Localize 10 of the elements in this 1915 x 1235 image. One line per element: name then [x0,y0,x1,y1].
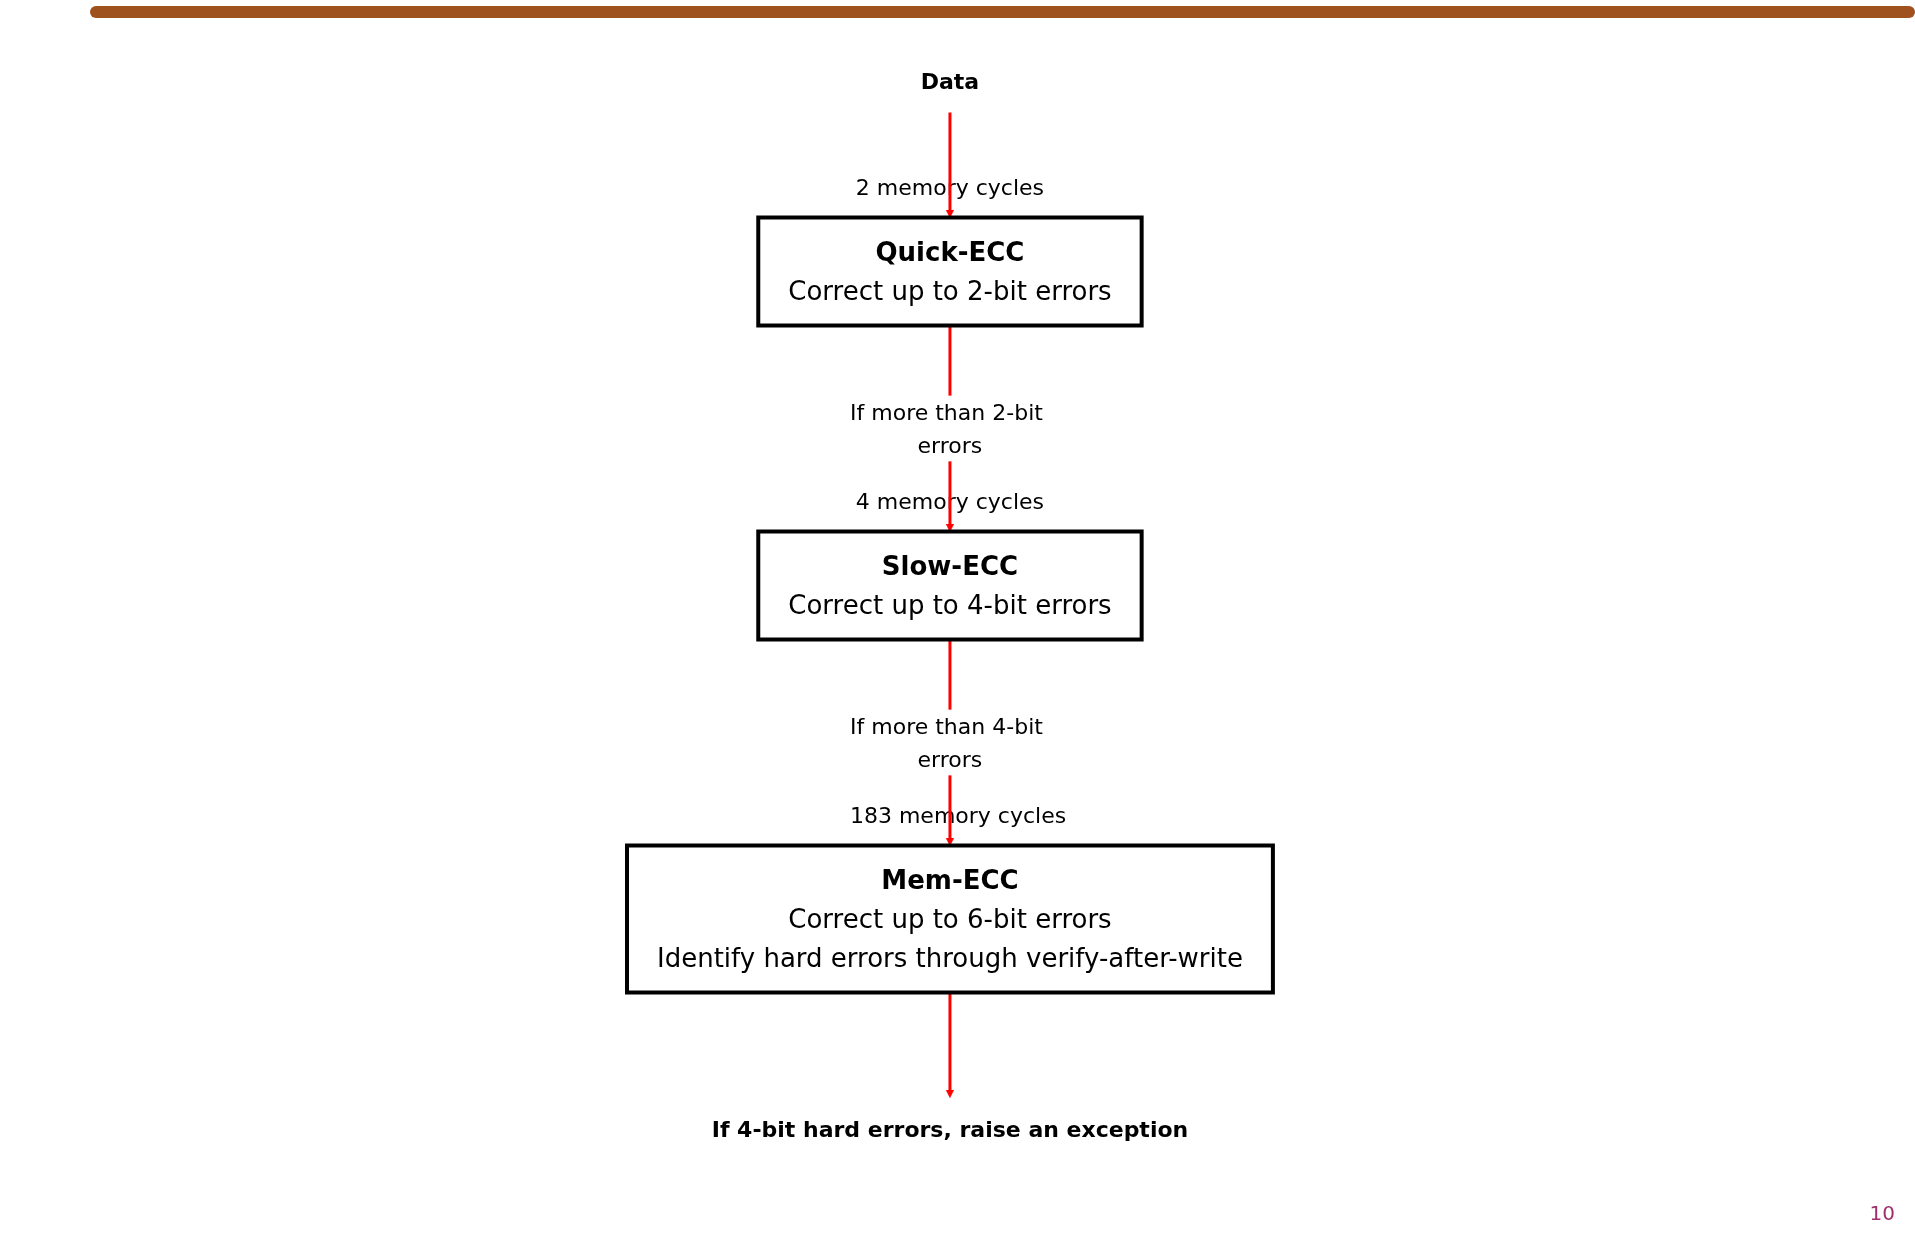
node-box: Mem-ECC Correct up to 6-bit errors Identify hard errors through verify-after-write [625,843,1275,995]
edge-label: If more than 2-bit errors [850,399,1043,458]
node-box: Slow-ECC Correct up to 4-bit errors [756,529,1144,642]
node-text: Data [920,68,980,94]
arrow [945,112,955,218]
edge-label: If more than 4-bit errors [850,713,1043,772]
arrow [945,992,955,1098]
page-number: 10 [1869,1201,1895,1225]
node-text: If 4-bit hard errors, raise an exception [711,1116,1189,1142]
node-box: Quick-ECC Correct up to 2-bit errors [756,215,1144,328]
